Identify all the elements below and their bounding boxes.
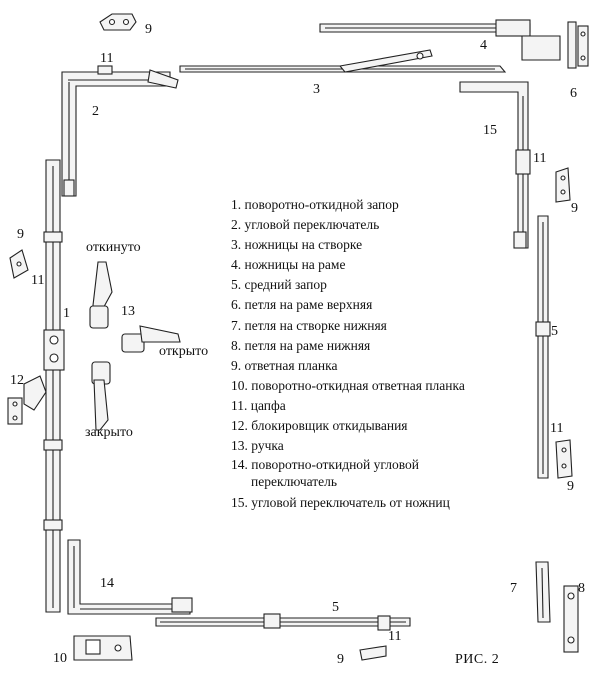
callout-9: 9: [571, 201, 578, 216]
callout-6: 6: [570, 86, 577, 101]
legend-item: 13. ручка: [231, 438, 284, 454]
legend-item: 7. петля на створке нижняя: [231, 317, 387, 333]
handle-label-open: открыто: [159, 344, 209, 359]
legend-item: 2. угловой переключатель: [231, 217, 380, 233]
legend-item: 12. блокировщик откидывания: [231, 418, 408, 434]
frame-hinge-top: [567, 21, 589, 69]
handle-open: [121, 325, 181, 353]
strike-plate-bottom: [359, 645, 387, 661]
legend-item: 5. средний запор: [231, 277, 327, 293]
callout-11: 11: [533, 151, 547, 166]
legend-item: 9. ответная планка: [231, 357, 338, 373]
callout-9: 9: [145, 22, 152, 37]
frame-scissors: [319, 19, 561, 61]
handle-label-closed: закрыто: [85, 425, 133, 440]
strike-plate-right: [555, 167, 571, 203]
callout-9: 9: [337, 652, 344, 667]
callout-4: 4: [480, 38, 487, 53]
middle-lock-bottom: [155, 613, 411, 631]
callout-15: 15: [483, 123, 497, 138]
legend-item: 8. петля на раме нижняя: [231, 337, 371, 353]
callout-9: 9: [567, 479, 574, 494]
handle-tilted: [89, 261, 113, 329]
legend-item: 1. поворотно-откидной запор: [231, 197, 399, 212]
legend-item: 4. ножницы на раме: [231, 257, 346, 273]
callout-11: 11: [31, 273, 45, 288]
legend-item: 14. поворотно-откидной угловой переключа…: [231, 457, 419, 490]
middle-lock-right: [535, 215, 551, 479]
corner-switch-right: [459, 81, 531, 249]
figure-label: РИС. 2: [455, 652, 500, 667]
handle-label-tilted: откинуто: [86, 240, 141, 255]
callout-10: 10: [53, 651, 67, 666]
legend-item: 15. угловой переключатель от ножниц: [231, 495, 450, 511]
callout-2: 2: [92, 104, 99, 119]
tilt-turn-lock-bar: [43, 159, 65, 613]
callout-5: 5: [551, 324, 558, 339]
frame-hinge-bottom: [563, 585, 579, 653]
legend-item: 10. поворотно-откидная ответная планка: [231, 377, 465, 393]
callout-7: 7: [510, 581, 517, 596]
legend-item: 3. ножницы на створке: [231, 237, 363, 253]
tilt-turn-strike-plate: [73, 635, 133, 661]
sash-hinge-bottom: [535, 561, 551, 623]
callout-9: 9: [17, 227, 24, 242]
tilt-turn-corner-switch: [67, 539, 193, 615]
strike-plate-right-low: [555, 439, 573, 479]
callout-5: 5: [332, 600, 339, 615]
strike-plate-top: [99, 13, 137, 31]
corner-switch-top-left: [61, 65, 179, 197]
callout-11: 11: [388, 629, 402, 644]
legend-item: 11. цапфа: [231, 397, 286, 413]
parts-legend: 1. поворотно-откидной запор 2. угловой п…: [231, 195, 531, 513]
sash-scissors: [179, 49, 507, 73]
handle-closed: [91, 361, 111, 431]
callout-3: 3: [313, 82, 320, 97]
tilt-blocker: [7, 375, 47, 425]
legend-item: 6. петля на раме верхняя: [231, 297, 373, 313]
callout-13: 13: [121, 304, 135, 319]
callout-1: 1: [63, 306, 70, 321]
callout-11: 11: [100, 51, 114, 66]
strike-plate-left: [9, 249, 29, 279]
callout-12: 12: [10, 373, 24, 388]
callout-11: 11: [550, 421, 564, 436]
callout-14: 14: [100, 576, 114, 591]
callout-8: 8: [578, 581, 585, 596]
